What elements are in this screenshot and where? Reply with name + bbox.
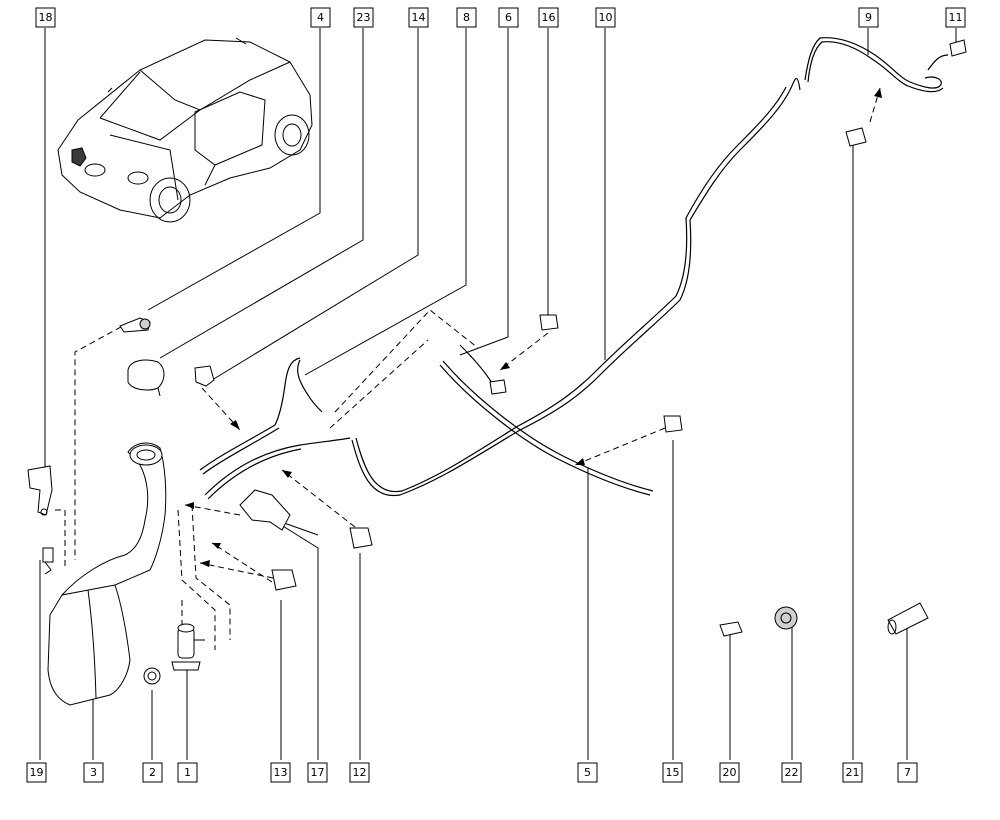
svg-text:23: 23 [357, 11, 371, 24]
svg-text:8: 8 [463, 11, 470, 24]
hose-end-6 [489, 379, 507, 395]
svg-text:3: 3 [90, 766, 97, 779]
callout-20: 20 [719, 762, 740, 783]
pump-grommet [143, 667, 161, 685]
hose-clip-20 [719, 621, 743, 637]
callout-3: 3 [83, 762, 104, 783]
filler-cap [127, 359, 165, 397]
connector-21 [845, 127, 867, 147]
callout-16: 16 [538, 7, 559, 28]
hose-clip-13 [271, 569, 297, 591]
hose-clip-16 [539, 314, 559, 331]
svg-text:10: 10 [599, 11, 613, 24]
callout-17: 17 [307, 762, 328, 783]
callout-18: 18 [35, 7, 56, 28]
callout-23: 23 [353, 7, 374, 28]
washer-reservoir [47, 442, 167, 706]
arrowheads [185, 88, 882, 567]
svg-text:21: 21 [846, 766, 860, 779]
reservoir-bracket [27, 465, 53, 516]
callout-1: 1 [177, 762, 198, 783]
callout-10: 10 [595, 7, 616, 28]
callout-19: 19 [26, 762, 47, 783]
callout-21: 21 [842, 762, 863, 783]
svg-text:6: 6 [505, 11, 512, 24]
callout-6: 6 [498, 7, 519, 28]
callout-11: 11 [945, 7, 966, 28]
callout-22: 22 [781, 762, 802, 783]
svg-text:15: 15 [666, 766, 680, 779]
leader-lines [39, 28, 957, 760]
callout-14: 14 [408, 7, 429, 28]
callout-9: 9 [858, 7, 879, 28]
hose-clip-15 [663, 415, 683, 433]
svg-text:2: 2 [149, 766, 156, 779]
svg-text:18: 18 [39, 11, 53, 24]
callout-15: 15 [662, 762, 683, 783]
svg-text:12: 12 [353, 766, 367, 779]
hose-bracket-17 [239, 489, 291, 531]
hose-clip-12 [349, 527, 373, 549]
svg-text:14: 14 [412, 11, 426, 24]
fixing-screw [119, 317, 151, 333]
callout-13: 13 [270, 762, 291, 783]
svg-text:19: 19 [30, 766, 44, 779]
svg-text:7: 7 [904, 766, 911, 779]
callout-2: 2 [142, 762, 163, 783]
washer-pump [171, 623, 205, 671]
svg-text:11: 11 [949, 11, 963, 24]
svg-text:4: 4 [317, 11, 324, 24]
svg-text:13: 13 [274, 766, 288, 779]
svg-text:20: 20 [723, 766, 737, 779]
callout-7: 7 [897, 762, 918, 783]
hose-sleeve-7 [887, 602, 929, 635]
vehicle-location-thumbnail [57, 37, 313, 223]
svg-text:9: 9 [865, 11, 872, 24]
callout-12: 12 [349, 762, 370, 783]
svg-text:17: 17 [311, 766, 325, 779]
grommet-22 [774, 606, 798, 630]
fixing-bolt [42, 547, 54, 575]
svg-text:22: 22 [785, 766, 799, 779]
callout-8: 8 [456, 7, 477, 28]
washer-hoses [199, 37, 949, 500]
svg-text:16: 16 [542, 11, 556, 24]
callout-4: 4 [310, 7, 331, 28]
svg-text:1: 1 [184, 766, 191, 779]
assembly-direction-lines [55, 87, 881, 650]
hose-clip-14 [194, 365, 215, 387]
washer-nozzle-11 [949, 39, 967, 57]
callout-5: 5 [577, 762, 598, 783]
svg-text:5: 5 [584, 766, 591, 779]
